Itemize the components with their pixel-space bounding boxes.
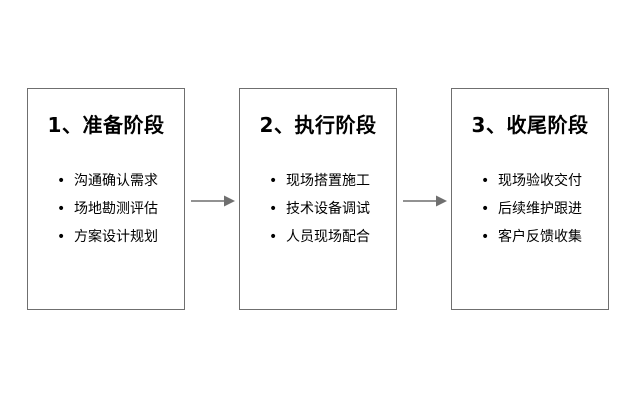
list-item-label: 现场验收交付 [498,173,582,189]
bullet-icon: • [481,229,490,245]
list-item-label: 方案设计规划 [74,229,158,245]
stage-title: 1、准备阶段 [47,113,165,137]
bullet-icon: • [57,173,66,189]
stage-box-preparation: 1、准备阶段 • 沟通确认需求 • 场地勘测评估 • 方案设计规划 [27,88,185,310]
list-item: • 场地勘测评估 [57,195,180,223]
stage-box-execution: 2、执行阶段 • 现场搭置施工 • 技术设备调试 • 人员现场配合 [239,88,397,310]
list-item-label: 人员现场配合 [286,229,370,245]
list-item: • 人员现场配合 [269,223,392,251]
list-item-label: 技术设备调试 [286,201,370,217]
bullet-icon: • [481,201,490,217]
bullet-icon: • [269,229,278,245]
list-item: • 现场搭置施工 [269,167,392,195]
stage-box-closing: 3、收尾阶段 • 现场验收交付 • 后续维护跟进 • 客户反馈收集 [451,88,609,310]
list-item-label: 场地勘测评估 [74,201,158,217]
stage-item-list: • 沟通确认需求 • 场地勘测评估 • 方案设计规划 [57,167,180,251]
list-item-label: 后续维护跟进 [498,201,582,217]
list-item-label: 沟通确认需求 [74,173,158,189]
right-arrow-icon [403,195,447,207]
stage-item-list: • 现场验收交付 • 后续维护跟进 • 客户反馈收集 [481,167,604,251]
bullet-icon: • [481,173,490,189]
list-item-label: 现场搭置施工 [286,173,370,189]
list-item: • 方案设计规划 [57,223,180,251]
right-arrow-icon [191,195,235,207]
list-item: • 后续维护跟进 [481,195,604,223]
bullet-icon: • [57,229,66,245]
stage-item-list: • 现场搭置施工 • 技术设备调试 • 人员现场配合 [269,167,392,251]
list-item: • 沟通确认需求 [57,167,180,195]
stage-title: 2、执行阶段 [259,113,377,137]
bullet-icon: • [269,173,278,189]
list-item-label: 客户反馈收集 [498,229,582,245]
stage-title: 3、收尾阶段 [471,113,589,137]
bullet-icon: • [57,201,66,217]
list-item: • 技术设备调试 [269,195,392,223]
list-item: • 客户反馈收集 [481,223,604,251]
list-item: • 现场验收交付 [481,167,604,195]
bullet-icon: • [269,201,278,217]
